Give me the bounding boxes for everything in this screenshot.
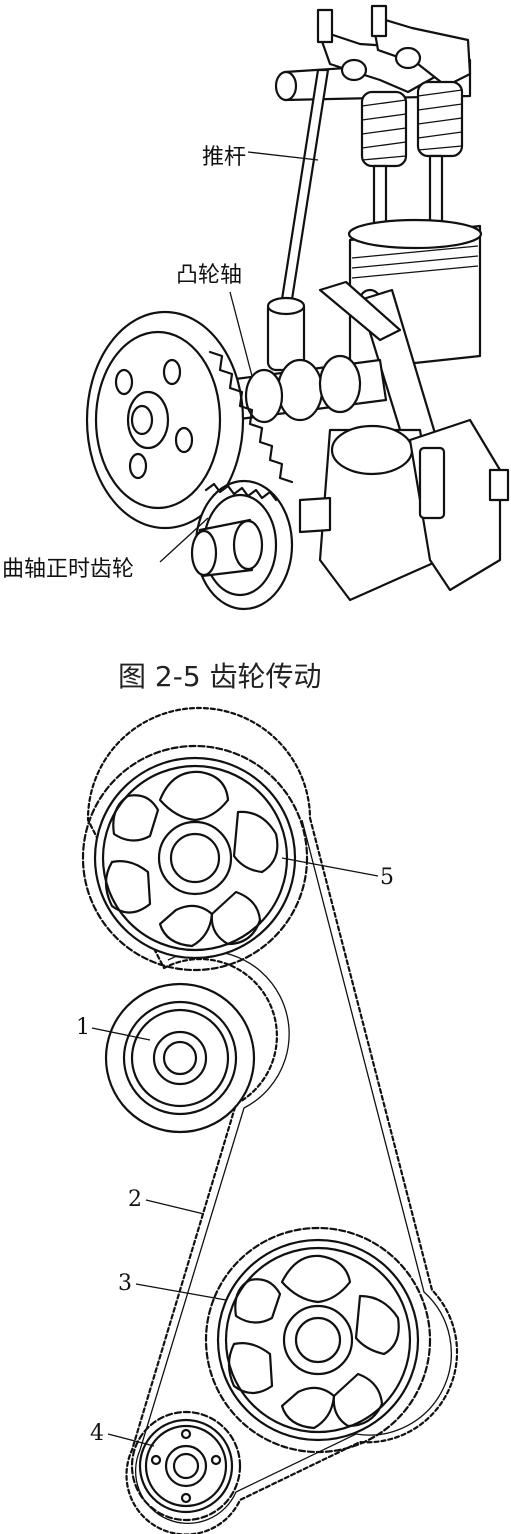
leader-camshaft — [229, 291, 253, 377]
camshaft — [226, 354, 388, 424]
leader-4 — [107, 1433, 155, 1447]
crankshaft-timing-gear — [190, 479, 294, 611]
callout-1: 1 — [76, 1015, 90, 1040]
figure-caption: 图 2-5 齿轮传动 — [118, 660, 322, 693]
leader-3 — [135, 1283, 227, 1301]
camshaft-sprocket — [81, 744, 309, 972]
leader-2 — [145, 1199, 205, 1215]
label-crank-gear: 曲轴正时齿轮 — [2, 557, 134, 582]
callout-3: 3 — [118, 1271, 132, 1296]
crankshaft-sprocket-small — [130, 1410, 242, 1522]
crankshaft — [298, 418, 510, 602]
engine-gear-drive-illustration — [85, 4, 510, 611]
leader-pushrod — [247, 151, 319, 161]
callout-2: 2 — [128, 1187, 142, 1212]
label-pushrod: 推杆 — [202, 145, 246, 170]
leader-5 — [281, 857, 379, 877]
rocker-assembly — [274, 4, 472, 102]
middle-sprocket — [204, 1226, 432, 1454]
leader-crank-gear — [159, 517, 209, 563]
tensioner-pulley — [104, 982, 256, 1134]
pushrod — [266, 68, 330, 372]
bottom-callouts: 5 1 2 3 4 — [76, 857, 394, 1447]
leader-1 — [91, 1027, 151, 1041]
timing-belt — [86, 706, 459, 1534]
camshaft-gear — [85, 310, 294, 530]
top-labels: 推杆 凸轮轴 曲轴正时齿轮 — [2, 145, 319, 582]
callout-4: 4 — [90, 1421, 104, 1446]
piston — [347, 218, 483, 372]
timing-belt-drive-illustration — [81, 706, 459, 1534]
callout-5: 5 — [380, 865, 394, 890]
label-camshaft: 凸轮轴 — [176, 263, 242, 288]
